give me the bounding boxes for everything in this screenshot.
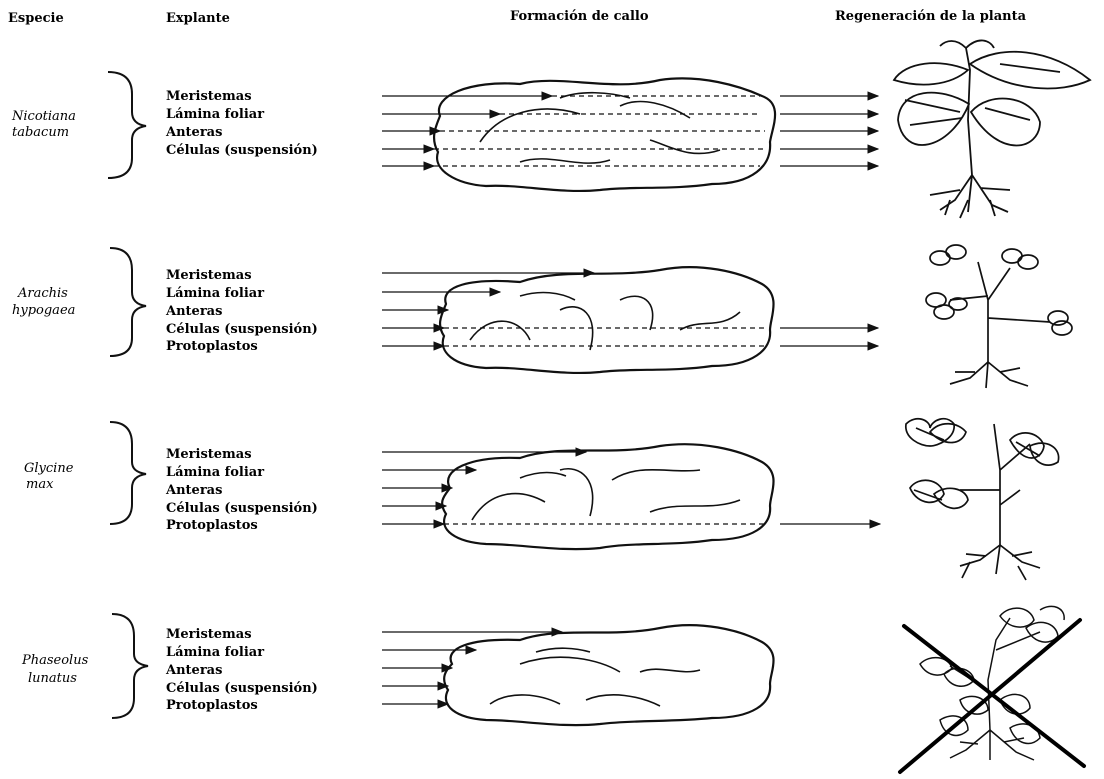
callus-texture (480, 93, 720, 163)
species-epithet: lunatus (28, 671, 77, 686)
callus-texture (470, 293, 740, 350)
explant-label: Meristemas (166, 627, 252, 642)
header-plant-regeneration: Regeneración de la planta (835, 9, 1027, 24)
brace (110, 248, 146, 356)
species-genus: Arachis (17, 286, 68, 301)
explant-label: Meristemas (166, 268, 252, 283)
callus-blob-icon (440, 267, 774, 373)
explant-label: Meristemas (166, 447, 252, 462)
regenerated-plant-icon (926, 245, 1072, 388)
species-epithet: tabacum (12, 125, 69, 140)
explant-label: Lámina foliar (166, 465, 264, 480)
brace (112, 614, 148, 718)
explant-label: Células (suspensión) (166, 143, 318, 158)
row-nicotiana-tabacum: Nicotiana tabacum Meristemas Lámina foli… (11, 40, 1090, 218)
brace (110, 422, 146, 524)
callus-texture (472, 469, 740, 520)
brace (108, 72, 146, 178)
species-genus: Phaseolus (21, 653, 89, 668)
explant-label: Anteras (165, 663, 222, 678)
explant-label: Células (suspensión) (166, 501, 318, 516)
explant-label: Lámina foliar (166, 107, 264, 122)
explant-label: Protoplastos (166, 339, 258, 354)
explant-label: Lámina foliar (166, 286, 264, 301)
header-species: Especie (8, 11, 64, 26)
explant-label: Anteras (165, 483, 222, 498)
explant-label: Protoplastos (166, 698, 258, 713)
cross-mark-icon (900, 620, 1084, 772)
callus-blob-icon (444, 625, 773, 725)
explant-label: Meristemas (166, 89, 252, 104)
explant-label: Protoplastos (166, 518, 258, 533)
callus-texture (490, 648, 700, 706)
species-genus: Nicotiana (11, 109, 76, 124)
regenerated-plant-icon (906, 419, 1059, 580)
species-genus: Glycine (24, 461, 74, 476)
explant-label: Células (suspensión) (166, 681, 318, 696)
species-epithet: hypogaea (12, 303, 75, 318)
header-explant: Explante (166, 11, 230, 26)
callus-blob-icon (442, 444, 773, 549)
row-phaseolus-lunatus: Phaseolus lunatus Meristemas Lámina foli… (21, 606, 1084, 772)
species-epithet: max (26, 477, 54, 492)
header-callus-formation: Formación de callo (510, 9, 649, 24)
explant-label: Lámina foliar (166, 645, 264, 660)
explant-label: Células (suspensión) (166, 322, 318, 337)
row-arachis-hypogaea: Arachis hypogaea Meristemas Lámina folia… (12, 245, 1072, 388)
row-glycine-max: Glycine max Meristemas Lámina foliar Ant… (24, 419, 1059, 580)
explant-label: Anteras (165, 125, 222, 140)
regenerated-plant-icon (894, 40, 1090, 218)
explant-label: Anteras (165, 304, 222, 319)
